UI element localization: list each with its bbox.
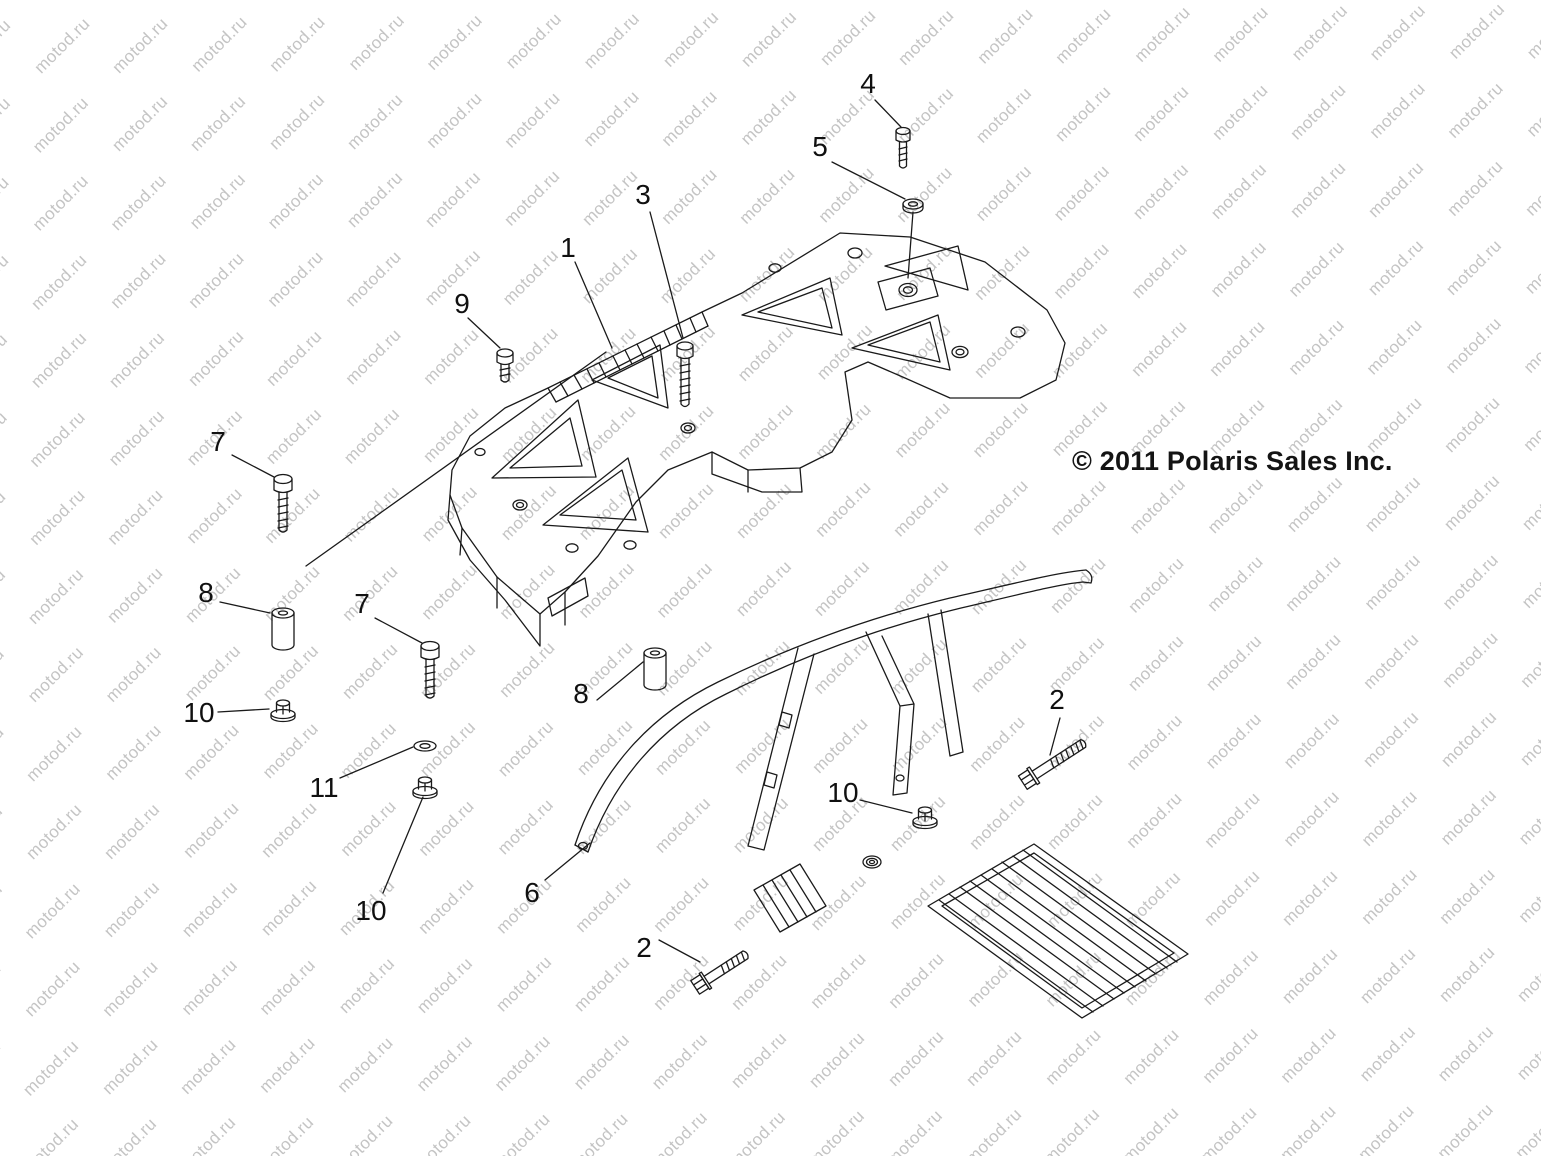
callout-label-9: 9	[454, 288, 470, 319]
bolt-2-bottom	[690, 950, 749, 995]
callout-label-7: 7	[210, 426, 226, 457]
callout-label-7: 7	[354, 588, 370, 619]
spacer-8-left	[271, 607, 295, 651]
callout-label-10: 10	[355, 895, 387, 926]
leader-lines	[217, 99, 1061, 963]
bolt-7-left	[273, 473, 293, 533]
callout-label-10: 10	[183, 697, 215, 728]
copyright-text: © 2011 Polaris Sales Inc.	[1072, 446, 1393, 476]
washer-5	[902, 198, 924, 214]
callout-label-2: 2	[636, 932, 652, 963]
nut-10-mid	[412, 776, 438, 800]
grid-plate	[927, 843, 1189, 1019]
bolt-7-mid	[420, 640, 440, 699]
bolt-2-right	[1017, 738, 1087, 790]
callout-label-8: 8	[573, 678, 589, 709]
washer-11	[413, 740, 437, 752]
bolt-9	[496, 348, 514, 383]
support-frame	[574, 569, 1093, 853]
rack-plate	[447, 232, 1066, 647]
spacer-8-mid	[643, 647, 667, 691]
callout-label-10: 10	[827, 777, 859, 808]
callout-label-1: 1	[560, 232, 576, 263]
grommet-right	[862, 855, 882, 869]
callout-label-2: 2	[1049, 684, 1065, 715]
callout-label-5: 5	[812, 131, 828, 162]
bolt-4	[895, 126, 911, 169]
callout-label-3: 3	[635, 179, 651, 210]
reflector	[753, 863, 827, 933]
bolt-3	[676, 341, 694, 408]
callout-label-6: 6	[524, 877, 540, 908]
nut-10-right	[912, 806, 938, 830]
callout-label-11: 11	[309, 772, 339, 803]
callout-label-4: 4	[860, 68, 876, 99]
callout-label-8: 8	[198, 577, 214, 608]
nut-10-left	[270, 699, 296, 723]
